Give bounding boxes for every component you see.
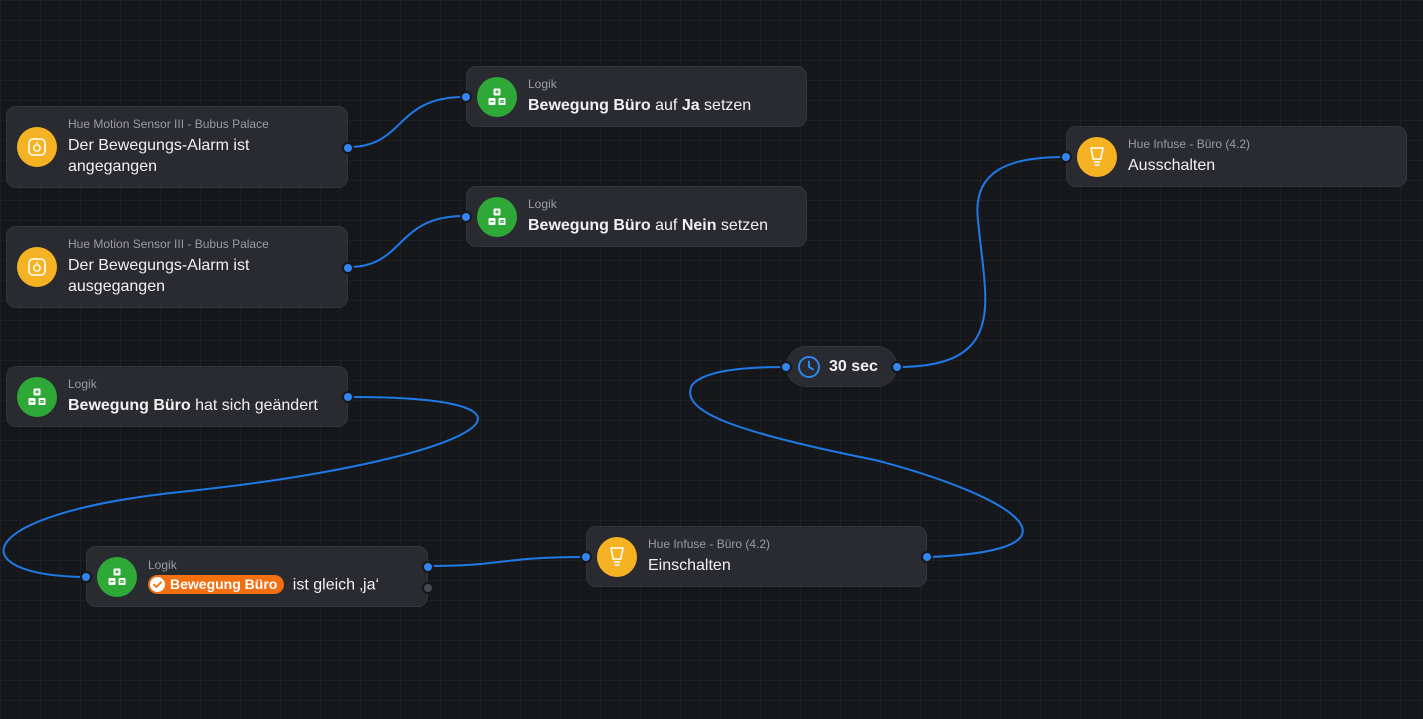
node-title: Ausschalten xyxy=(1128,157,1216,174)
wire-condition-to-turn-on xyxy=(428,556,585,567)
title-text: setzen xyxy=(699,97,752,114)
node-title: Bewegung Büro hat sich geändert xyxy=(68,395,337,416)
clock-icon xyxy=(797,355,821,379)
node-title: Bewegung Büro ist gleich ‚ja‘ xyxy=(148,574,417,595)
node-motion-alarm-on[interactable]: Hue Motion Sensor III - Bubus Palace Der… xyxy=(6,106,354,188)
output-port[interactable] xyxy=(342,262,354,274)
node-title: Der Bewegungs-Alarm ist ausgegangen xyxy=(68,257,250,295)
input-port[interactable] xyxy=(80,571,92,583)
wire-delay-to-turn-off xyxy=(896,156,1065,368)
wire-motion-off-to-set-no xyxy=(348,215,465,268)
check-icon xyxy=(150,577,165,593)
node-title: Einschalten xyxy=(648,557,731,574)
node-subtitle: Logik xyxy=(68,377,97,391)
variable-value: Nein xyxy=(681,217,717,234)
node-motion-alarm-off[interactable]: Hue Motion Sensor III - Bubus Palace Der… xyxy=(6,226,354,308)
output-port-true[interactable] xyxy=(422,561,434,573)
title-text: hat sich geändert xyxy=(190,397,318,414)
node-delay-timer[interactable]: 30 sec xyxy=(780,346,903,387)
motion-sensor-icon xyxy=(17,247,57,287)
wire-motion-on-to-set-yes xyxy=(348,96,465,148)
node-light-turn-on[interactable]: Hue Infuse - Büro (4.2) Einschalten xyxy=(580,526,933,587)
logic-icon xyxy=(17,376,57,417)
node-title: Bewegung Büro auf Ja setzen xyxy=(528,95,796,116)
variable-name: Bewegung Büro xyxy=(528,97,651,114)
input-port[interactable] xyxy=(780,361,792,373)
output-port[interactable] xyxy=(342,142,354,154)
lightbulb-icon xyxy=(597,536,637,577)
logic-icon xyxy=(477,196,517,237)
logic-icon xyxy=(97,556,137,597)
title-text: auf xyxy=(650,217,682,234)
node-subtitle: Logik xyxy=(148,557,177,572)
node-subtitle: Hue Motion Sensor III - Bubus Palace xyxy=(68,117,269,131)
node-motion-changed[interactable]: Logik Bewegung Büro hat sich geändert xyxy=(6,366,354,427)
logic-icon xyxy=(477,76,517,117)
output-port[interactable] xyxy=(921,551,933,563)
lightbulb-icon xyxy=(1077,136,1117,177)
title-text: auf xyxy=(650,97,682,114)
input-port[interactable] xyxy=(1060,151,1072,163)
variable-name: Bewegung Büro xyxy=(528,217,651,234)
node-subtitle: Logik xyxy=(528,197,557,211)
title-text: ist gleich ‚ja‘ xyxy=(288,576,380,594)
delay-label: 30 sec xyxy=(829,357,878,375)
output-port[interactable] xyxy=(891,361,903,373)
input-port[interactable] xyxy=(580,551,592,563)
node-title: Der Bewegungs-Alarm ist angegangen xyxy=(68,137,250,175)
input-port[interactable] xyxy=(460,91,472,103)
node-subtitle: Hue Motion Sensor III - Bubus Palace xyxy=(68,237,269,251)
node-set-motion-yes[interactable]: Logik Bewegung Büro auf Ja setzen xyxy=(460,66,807,127)
variable-value: Ja xyxy=(681,97,700,114)
input-port[interactable] xyxy=(460,211,472,223)
title-text: setzen xyxy=(716,217,769,234)
chip-label: Bewegung Büro xyxy=(170,576,278,593)
motion-sensor-icon xyxy=(17,127,57,167)
output-port[interactable] xyxy=(342,391,354,403)
variable-chip[interactable]: Bewegung Büro xyxy=(148,575,285,595)
node-condition-equals-yes[interactable]: Logik Bewegung Büro ist gleich ‚ja‘ xyxy=(80,546,434,607)
node-set-motion-no[interactable]: Logik Bewegung Büro auf Nein setzen xyxy=(460,186,807,247)
node-light-turn-off[interactable]: Hue Infuse - Büro (4.2) Ausschalten xyxy=(1060,126,1407,187)
node-subtitle: Hue Infuse - Büro (4.2) xyxy=(648,537,771,551)
node-subtitle: Hue Infuse - Büro (4.2) xyxy=(1128,137,1251,151)
node-subtitle: Logik xyxy=(528,77,557,91)
node-title: Bewegung Büro auf Nein setzen xyxy=(528,215,796,236)
output-port-false[interactable] xyxy=(422,582,434,594)
variable-name: Bewegung Büro xyxy=(68,397,191,414)
